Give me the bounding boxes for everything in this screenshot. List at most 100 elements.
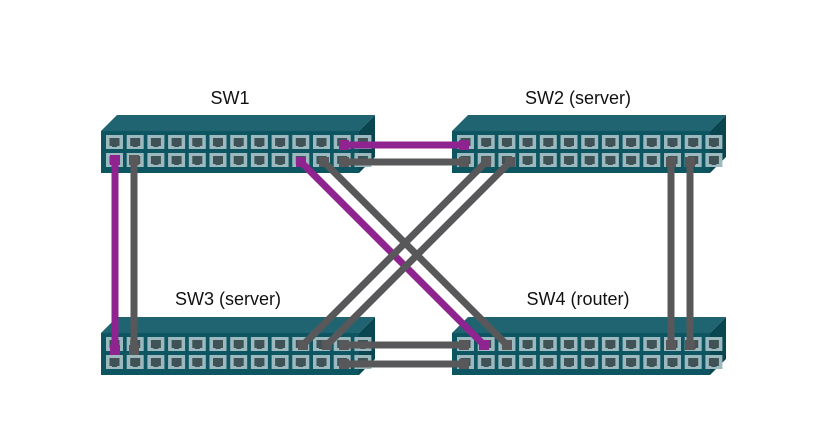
- switch-port: [188, 153, 206, 167]
- switch-port: [292, 355, 310, 369]
- switch-port: [643, 355, 661, 369]
- switch-port: [313, 355, 330, 369]
- cable-sw1-sw2-gray: [339, 157, 469, 167]
- switch-port: [477, 135, 495, 149]
- cable-sw2-sw3-gray: [322, 157, 515, 350]
- switch-port: [519, 337, 537, 351]
- switch-port: [250, 153, 268, 167]
- switch-port: [106, 135, 123, 149]
- sw2-switch: [452, 115, 726, 173]
- cable-sw2-sw3-gray: [298, 157, 491, 350]
- sw4-top-face: [452, 317, 726, 333]
- switch-port: [271, 355, 289, 369]
- sw4-switch: [452, 317, 726, 375]
- switch-port: [147, 337, 165, 351]
- switch-port: [147, 135, 165, 149]
- switch-port: [622, 135, 640, 149]
- switch-port: [705, 355, 723, 369]
- switch-port: [684, 135, 702, 149]
- switch-port: [581, 153, 599, 167]
- switch-port: [209, 135, 227, 149]
- switch-port: [230, 153, 248, 167]
- cable-sw3-sw4-gray: [339, 340, 469, 350]
- sw3-top-face: [101, 317, 375, 333]
- switch-port: [106, 355, 123, 369]
- switch-port: [168, 337, 186, 351]
- sw1-switch: [101, 115, 375, 173]
- switch-port: [581, 337, 599, 351]
- switch-port: [498, 135, 516, 149]
- switch-port: [230, 135, 248, 149]
- switch-port: [188, 337, 206, 351]
- switch-port: [601, 135, 619, 149]
- switch-port: [664, 135, 681, 149]
- switch-port: [560, 355, 578, 369]
- cable-sw1-sw2-purple: [339, 140, 469, 150]
- switch-port: [622, 337, 640, 351]
- switch-port: [168, 355, 186, 369]
- switch-port: [519, 355, 537, 369]
- switch-port: [643, 153, 661, 167]
- cable-sw3-sw4-gray: [339, 359, 469, 369]
- switch-port: [622, 153, 640, 167]
- switch-port: [560, 153, 578, 167]
- switch-port: [498, 355, 516, 369]
- sw2-label: SW2 (server): [525, 88, 631, 108]
- switch-port: [271, 153, 289, 167]
- sw2-top-face: [452, 115, 726, 131]
- switch-port: [209, 153, 227, 167]
- switch-port: [209, 337, 227, 351]
- switch-port: [230, 355, 248, 369]
- switch-port: [560, 337, 578, 351]
- switch-port: [250, 355, 268, 369]
- sw1-label: SW1: [210, 88, 249, 108]
- switch-port: [519, 153, 537, 167]
- switch-port: [560, 135, 578, 149]
- switch-port: [126, 135, 144, 149]
- cable-sw2-sw4-gray: [666, 157, 676, 350]
- switch-port: [126, 355, 144, 369]
- switch-port: [147, 153, 165, 167]
- cable-sw1-sw3-gray: [129, 155, 139, 355]
- switch-port: [250, 337, 268, 351]
- switch-port: [539, 153, 557, 167]
- sw1-top-face: [101, 115, 375, 131]
- sw3-switch: [101, 317, 375, 375]
- switch-port: [664, 355, 681, 369]
- switch-port: [313, 135, 330, 149]
- switch-port: [705, 337, 723, 351]
- switch-port: [168, 135, 186, 149]
- switch-port: [271, 337, 289, 351]
- cable-sw2-sw4-gray: [685, 157, 695, 350]
- switch-port: [230, 337, 248, 351]
- switch-port: [622, 355, 640, 369]
- switch-port: [643, 135, 661, 149]
- switch-port: [581, 135, 599, 149]
- switch-port: [519, 135, 537, 149]
- switch-port: [601, 153, 619, 167]
- switch-port: [477, 355, 495, 369]
- cable-sw1-sw3-purple: [110, 155, 120, 355]
- switch-port: [271, 135, 289, 149]
- switch-port: [250, 135, 268, 149]
- switch-port: [539, 135, 557, 149]
- switch-port: [539, 337, 557, 351]
- switch-port: [581, 355, 599, 369]
- switch-port: [684, 355, 702, 369]
- switch-port: [188, 355, 206, 369]
- switch-port: [601, 337, 619, 351]
- cables: [110, 140, 695, 369]
- switch-port: [643, 337, 661, 351]
- sw3-label: SW3 (server): [175, 289, 281, 309]
- switch-port: [188, 135, 206, 149]
- switch-port: [168, 153, 186, 167]
- switch-port: [705, 135, 723, 149]
- switch-port: [292, 135, 310, 149]
- switch-port: [705, 153, 723, 167]
- sw4-label: SW4 (router): [526, 289, 629, 309]
- switch-port: [147, 355, 165, 369]
- switches: [101, 115, 726, 375]
- switch-port: [209, 355, 227, 369]
- switch-port: [601, 355, 619, 369]
